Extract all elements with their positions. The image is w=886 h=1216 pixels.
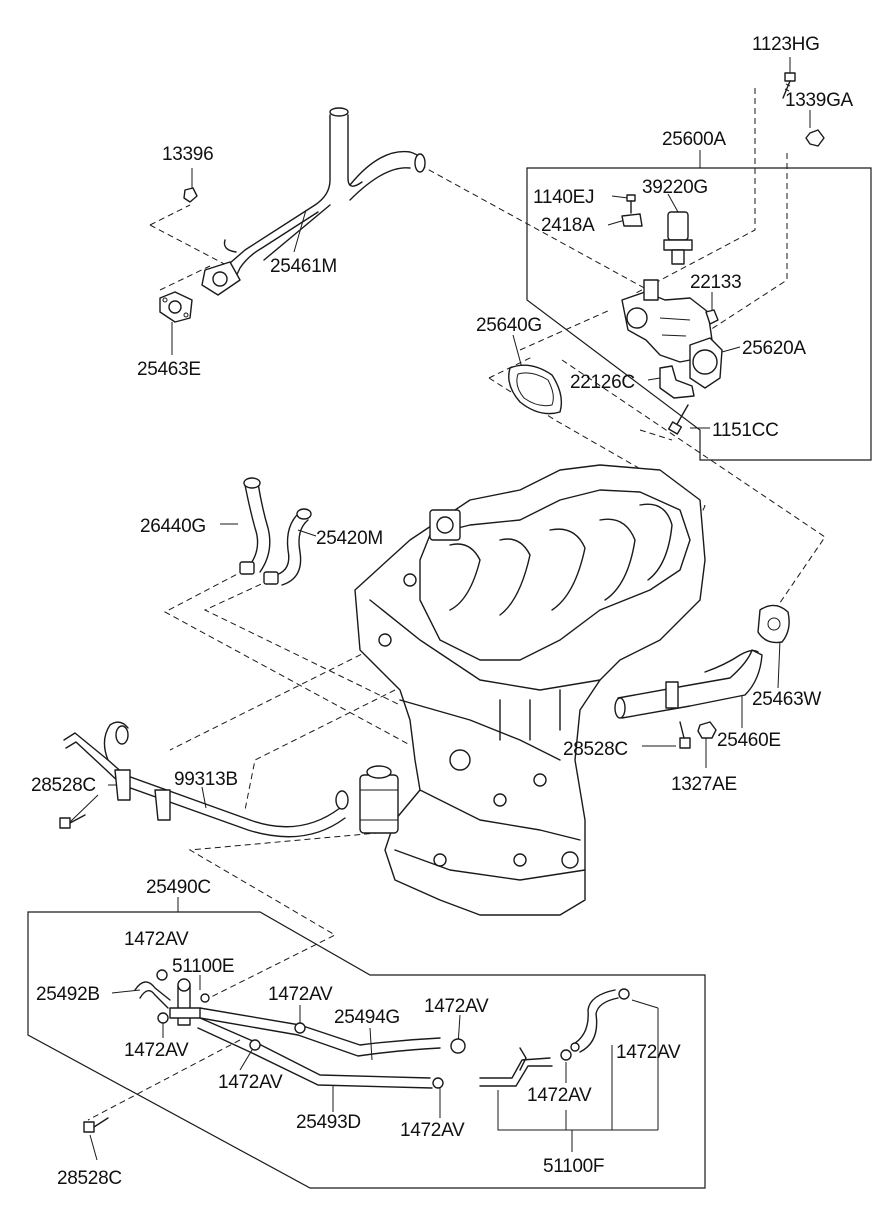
label-1472AV-8: 1472AV [400,1120,465,1141]
label-13396: 13396 [162,144,213,165]
gasket-25463W [757,604,790,644]
bolt-28528C-bottom [83,1117,109,1133]
hose-26440G [239,477,271,575]
label-28528C-left: 28528C [31,775,96,796]
label-22126C: 22126C [570,372,635,393]
label-1123HG: 1123HG [752,34,820,55]
label-22133: 22133 [690,272,741,293]
fitting-51100E [169,978,201,1026]
bolt-28528C-left [59,814,86,829]
label-26440G: 26440G [140,516,206,537]
label-1472AV-3: 1472AV [268,984,333,1005]
bolt-1140EJ [626,194,636,214]
box-thermostat-assembly [526,167,872,461]
label-25420M: 25420M [316,528,383,549]
label-25620A: 25620A [742,338,806,359]
nut-1327AE [697,721,717,739]
engine-block [354,464,706,916]
label-25600A: 25600A [662,129,726,150]
label-28528C-bottom: 28528C [57,1168,122,1189]
label-25463E: 25463E [137,359,201,380]
label-1472AV-7: 1472AV [527,1085,592,1106]
bolt-1123HG [782,72,796,99]
label-25461M: 25461M [270,256,337,277]
nut-1339GA [805,129,825,147]
label-25494G: 25494G [334,1007,400,1028]
label-1472AV-4: 1472AV [424,996,489,1017]
label-51100F: 51100F [543,1156,604,1177]
hose-25420M [263,508,312,586]
gasket-25463E [159,291,193,323]
housing-25620A [621,279,723,389]
oil-filter [359,765,399,834]
label-1140EJ: 1140EJ [533,187,594,208]
label-99313B: 99313B [174,769,238,790]
label-25490C: 25490C [146,877,211,898]
hose-25492B [134,981,171,1009]
box-hose-assembly [27,911,706,1189]
label-25492B: 25492B [36,984,100,1005]
bolt-1151CC [667,404,689,435]
label-25463W: 25463W [752,689,821,710]
label-1327AE: 1327AE [671,774,737,795]
hose-25494G [199,1007,466,1057]
label-1151CC: 1151CC [712,420,779,441]
pipe-99313B [63,721,349,838]
pipe-51100F [479,988,630,1087]
bracket-2418A [621,213,643,227]
part-labels: 1123HG 1339GA 25600A 13396 1140EJ 39220G… [31,34,854,1189]
label-25640G: 25640G [476,315,542,336]
label-25460E: 25460E [717,730,781,751]
label-1472AV-1: 1472AV [124,929,189,950]
bolt-28528C-right [679,721,691,749]
pipe-25461M [183,107,426,296]
pipe-25460E [614,649,763,719]
label-39220G: 39220G [642,177,708,198]
pipe-22126C [659,365,695,399]
hose-25493D [197,1017,444,1089]
gasket-25640G [508,364,563,415]
label-2418A: 2418A [541,215,595,236]
label-1472AV-2: 1472AV [124,1040,189,1061]
label-1472AV-6: 1472AV [218,1072,283,1093]
sensor-39220G [663,211,693,265]
clamps-left [156,969,210,1024]
label-28528C-right: 28528C [563,739,628,760]
label-51100E: 51100E [172,956,234,977]
label-1339GA: 1339GA [785,90,854,111]
label-1472AV-5: 1472AV [616,1042,681,1063]
label-25493D: 25493D [296,1112,361,1133]
